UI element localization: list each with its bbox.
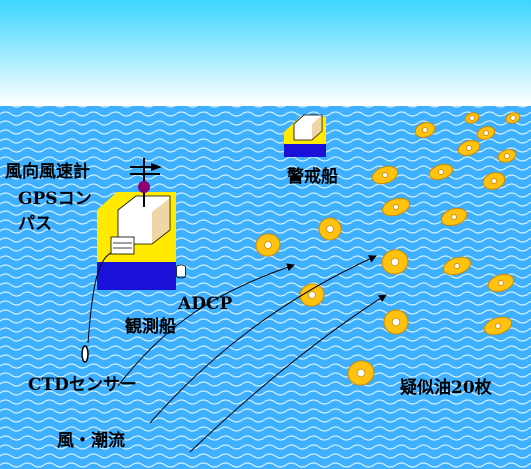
ctd-cable — [87, 252, 112, 344]
oil-slick-icon — [414, 122, 436, 138]
ctd-sensor-icon — [81, 345, 89, 363]
oil-slick-icon — [487, 273, 515, 293]
gps-label-line1: GPSコン — [18, 189, 92, 209]
oil-slick-icon — [464, 112, 480, 124]
anemometer-label: 風向風速計 — [5, 162, 90, 182]
ship-icon — [97, 192, 176, 290]
oil-slick-icon — [299, 283, 325, 307]
oil-label: 疑似油20枚 — [400, 378, 492, 398]
oil-slick-icon — [476, 126, 496, 140]
current-arrow — [117, 263, 295, 387]
oil-slick-icon — [381, 249, 409, 275]
oil-slick-icon — [381, 197, 411, 217]
oil-slick-icon — [428, 163, 454, 181]
sky — [0, 0, 531, 106]
guard-ship-label: 警戒船 — [287, 167, 338, 187]
sea — [0, 106, 531, 469]
oil-slick-icon — [442, 256, 472, 276]
oil-slick-icon — [440, 207, 468, 227]
oil-slick-icon — [505, 112, 521, 124]
anemometer-icon — [130, 158, 162, 207]
survey-ship — [81, 158, 186, 363]
oil-slick-icon — [255, 233, 281, 257]
oil-slick-icon — [497, 149, 517, 163]
current-arrows — [117, 255, 387, 453]
current-arrow — [189, 294, 387, 453]
ctd-label: CTDセンサー — [28, 375, 137, 395]
adcp-label: ADCP — [178, 294, 233, 314]
oil-slicks — [255, 112, 521, 386]
oil-slick-icon — [371, 165, 399, 185]
oil-slick-icon — [383, 309, 409, 335]
current-label: 風・潮流 — [57, 431, 125, 451]
oil-slick-icon — [347, 360, 375, 386]
gps-label-line2: パス — [18, 214, 52, 234]
adcp-icon — [176, 264, 186, 279]
oil-slick-icon — [482, 172, 506, 190]
current-arrow — [149, 255, 377, 424]
oil-slick-icon — [457, 140, 481, 156]
oil-slick-icon — [483, 316, 513, 336]
guard-ship — [284, 114, 326, 157]
oil-slick-icon — [318, 217, 342, 241]
survey-ship-label: 観測船 — [125, 317, 176, 337]
ship-icon — [284, 114, 326, 157]
